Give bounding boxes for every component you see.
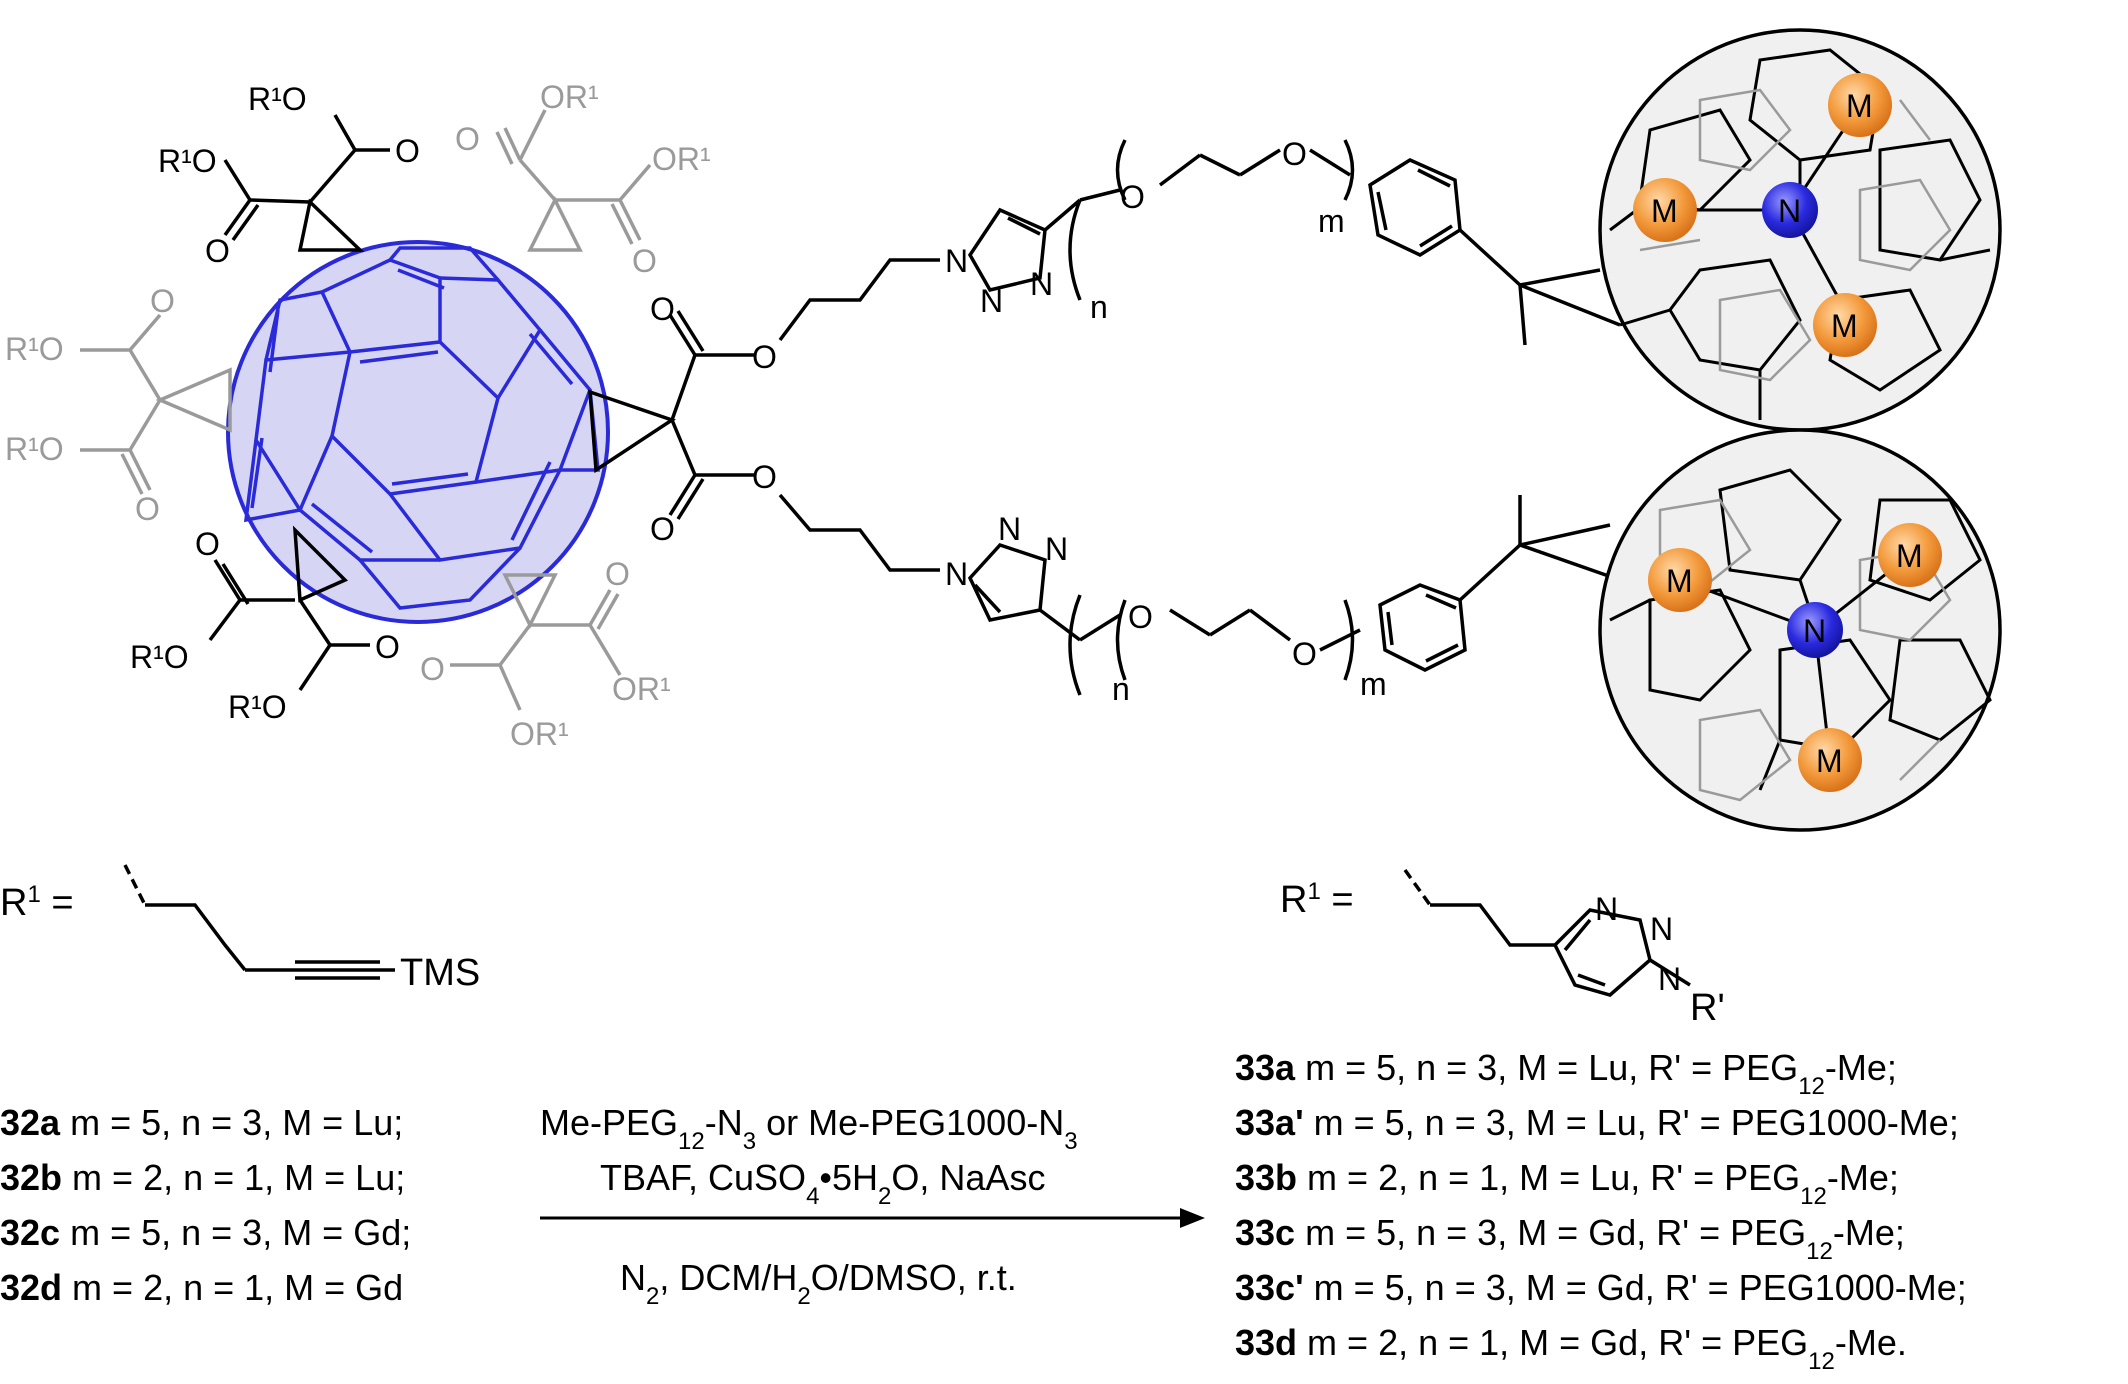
endohedral-cage-top: M M M N <box>1598 28 2002 432</box>
product-item: 33a m = 5, n = 3, M = Lu, R' = PEG12-Me; <box>1235 1047 1897 1100</box>
atom-label: O <box>135 491 160 527</box>
atom-label: R¹O <box>228 689 287 725</box>
atom-label: N <box>980 283 1003 319</box>
atom-label: N <box>1045 531 1068 567</box>
r1-definition-left: R1 = TMS <box>0 864 480 994</box>
c60-fullerene <box>226 240 610 624</box>
linker-bottom <box>778 493 1621 696</box>
product-item: 33b m = 2, n = 1, M = Lu, R' = PEG12-Me; <box>1235 1157 1899 1210</box>
r1-definition-right: R1 = N N N R' <box>1280 868 1725 1029</box>
tms-group: TMS <box>400 952 480 994</box>
atom-label: O <box>375 629 400 665</box>
endohedral-cage-bottom: M M M N <box>1598 428 2002 832</box>
condition-reagents: Me-PEG12-N3 or Me-PEG1000-N3 <box>540 1102 1078 1155</box>
atom-label: N <box>998 511 1021 547</box>
atom-label: OR¹ <box>510 716 569 752</box>
product-item: 33c m = 5, n = 3, M = Gd, R' = PEG12-Me; <box>1235 1212 1905 1265</box>
reactant-item: 32b m = 2, n = 1, M = Lu; <box>0 1157 405 1198</box>
atom-label: O <box>1282 136 1307 172</box>
atom-label: O <box>752 459 777 495</box>
atom-label: O <box>605 556 630 592</box>
atom-label: O <box>420 651 445 687</box>
atom-label: N <box>1030 266 1053 302</box>
malonate-bridge <box>588 310 755 520</box>
metal-atom: M <box>1666 563 1693 599</box>
product-item: 33a' m = 5, n = 3, M = Lu, R' = PEG1000-… <box>1235 1102 1959 1143</box>
r-prime: R' <box>1690 987 1725 1029</box>
index-n: n <box>1090 289 1108 325</box>
atom-label: O <box>205 233 230 269</box>
atom-label: O <box>752 339 777 375</box>
r1-label: R1 = <box>1280 878 1354 922</box>
atom-label: N <box>945 556 968 592</box>
metal-atom: M <box>1651 193 1678 229</box>
nitrogen-atom: N <box>1778 193 1801 229</box>
metal-atom: M <box>1816 743 1843 779</box>
product-list: 33a m = 5, n = 3, M = Lu, R' = PEG12-Me;… <box>1235 1047 1967 1375</box>
reactant-list: 32a m = 5, n = 3, M = Lu; 32b m = 2, n =… <box>0 1102 411 1308</box>
atom-label: N <box>1595 891 1618 927</box>
atom-label: OR¹ <box>652 141 711 177</box>
atom-label: O <box>195 526 220 562</box>
atom-label: O <box>150 283 175 319</box>
atom-label: O <box>1128 599 1153 635</box>
ester-grey <box>80 109 652 711</box>
nitrogen-atom: N <box>1803 613 1826 649</box>
product-item: 33c' m = 5, n = 3, M = Gd, R' = PEG1000-… <box>1235 1267 1967 1308</box>
atom-label: R¹O <box>158 143 217 179</box>
r1-label: R1 = <box>0 881 74 925</box>
condition-catalysts: TBAF, CuSO4•5H2O, NaAsc <box>600 1157 1045 1210</box>
product-item: 33d m = 2, n = 1, M = Gd, R' = PEG12-Me. <box>1235 1322 1907 1375</box>
linker-top <box>778 139 1621 346</box>
atom-label: O <box>1292 636 1317 672</box>
atom-label: O <box>1120 179 1145 215</box>
atom-label: N <box>945 243 968 279</box>
index-m: m <box>1360 666 1387 702</box>
reaction-arrow <box>540 1208 1205 1228</box>
index-m: m <box>1318 203 1345 239</box>
atom-label: O <box>650 511 675 547</box>
metal-atom: M <box>1896 538 1923 574</box>
atom-label: R¹O <box>5 331 64 367</box>
metal-atom: M <box>1831 308 1858 344</box>
atom-label: N <box>1658 961 1681 997</box>
ester-bottom-black <box>208 525 370 691</box>
ester-top-black <box>223 114 390 252</box>
condition-solvent: N2, DCM/H2O/DMSO, r.t. <box>620 1257 1017 1310</box>
atom-label: R¹O <box>248 81 307 117</box>
atom-label: OR¹ <box>612 671 671 707</box>
atom-label: O <box>632 243 657 279</box>
reactant-item: 32a m = 5, n = 3, M = Lu; <box>0 1102 403 1143</box>
reactant-item: 32d m = 2, n = 1, M = Gd <box>0 1267 403 1308</box>
index-n: n <box>1112 671 1130 707</box>
metal-atom: M <box>1846 88 1873 124</box>
reactant-item: 32c m = 5, n = 3, M = Gd; <box>0 1212 411 1253</box>
atom-label: N <box>1650 911 1673 947</box>
atom-label: OR¹ <box>540 79 599 115</box>
atom-label: R¹O <box>130 639 189 675</box>
atom-label: O <box>455 121 480 157</box>
atom-label: R¹O <box>5 431 64 467</box>
atom-label: O <box>395 133 420 169</box>
atom-label: O <box>650 291 675 327</box>
